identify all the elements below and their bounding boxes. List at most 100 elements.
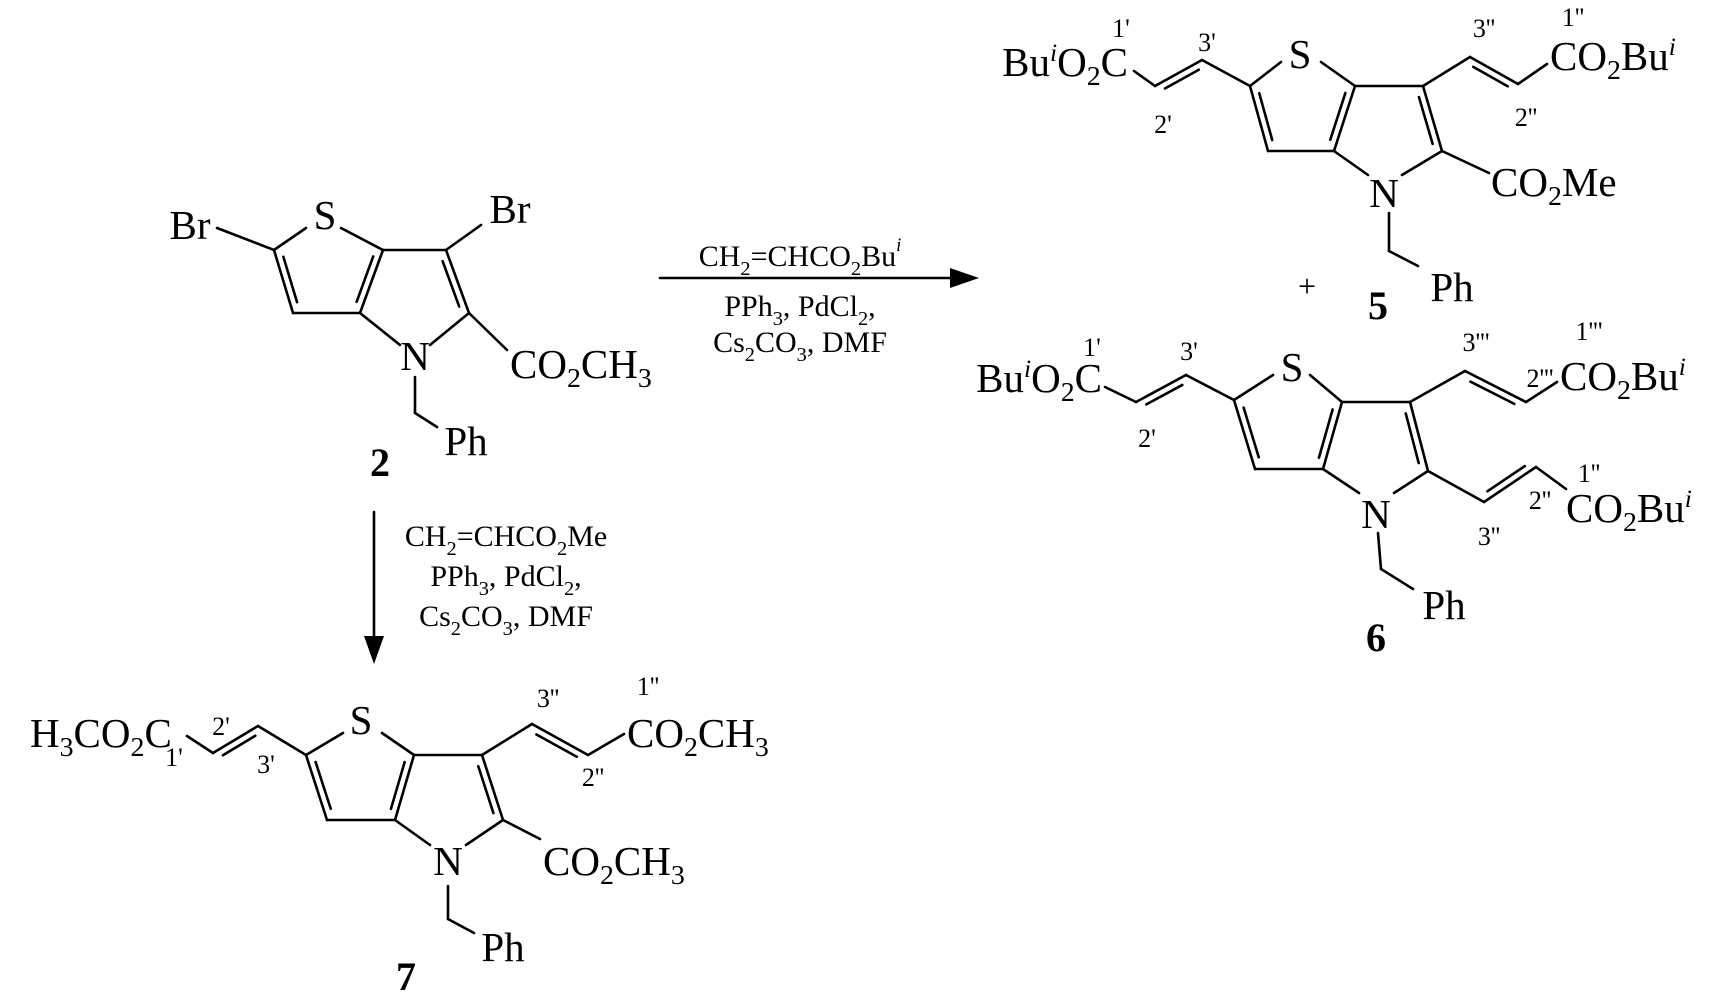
formula-text: CO (1566, 485, 1623, 531)
formula-superscript: i (1669, 33, 1676, 61)
bond-line (304, 731, 345, 757)
bond-line (272, 248, 295, 315)
formula-text: , PdCl (783, 290, 858, 323)
formula-text: Cs (713, 326, 745, 359)
position-label: 1' (165, 743, 183, 772)
formula-subscript: 2 (1623, 507, 1637, 538)
formula-text: Cs (419, 600, 451, 633)
bond-line (1471, 65, 1510, 88)
position-label: 1'' (1578, 459, 1600, 488)
position-label: 3'' (1473, 14, 1495, 43)
formula-subscript: 2 (447, 538, 457, 560)
isobutyl-ester-left: BuiO2C (976, 355, 1102, 408)
formula-subscript: 2 (1087, 61, 1101, 92)
formula-superscript: i (896, 235, 901, 256)
phenyl-group: Ph (444, 418, 487, 464)
bond-line (211, 724, 260, 755)
bond-line (1404, 412, 1421, 465)
bond-line (221, 734, 257, 757)
bond-line (444, 248, 471, 315)
position-label: 2'' (1515, 103, 1537, 132)
formula-subscript: 3 (773, 308, 783, 330)
compound-6: S N BuiO2C CO2Bui CO2Bui Ph 6 1' 3' 2' 3… (976, 317, 1692, 660)
position-label: 3' (1198, 28, 1216, 57)
bond-line (413, 411, 439, 429)
reagent-line-base-solvent: Cs2CO3, DMF (713, 326, 887, 366)
bond-line (1184, 373, 1236, 402)
bond-line (1232, 373, 1275, 402)
reagent-line-acrylate: CH2=CHCO2Me (405, 520, 607, 560)
bond-line (1400, 149, 1444, 177)
methyl-ester-group: CO2CH3 (510, 341, 652, 394)
bond-line (256, 724, 308, 757)
bond-lines (185, 55, 1568, 935)
formula-text: H (30, 710, 60, 756)
bond-line (428, 311, 471, 347)
nitrogen-atom: N (1369, 170, 1399, 216)
bond-line (1134, 373, 1188, 404)
isobutyl-ester-upper-right: CO2Bui (1560, 353, 1686, 406)
isobutyl-ester-lower-right: CO2Bui (1566, 485, 1692, 538)
formula-subscript: 2 (1617, 375, 1631, 406)
formula-text: Bu (976, 355, 1024, 401)
bond-line (467, 311, 509, 352)
formula-subscript: 2 (1061, 377, 1075, 408)
formula-text: C (1075, 355, 1102, 401)
formula-subscript: 2 (1548, 181, 1562, 212)
formula-subscript: 2 (557, 538, 567, 560)
position-label: 1'' (1562, 3, 1584, 32)
bond-line (1103, 385, 1138, 404)
reagent-line-acrylate: CH2=CHCO2Bui (699, 235, 902, 280)
position-label: 2'' (582, 763, 604, 792)
isobutyl-ester-left: BuiO2C (1002, 39, 1128, 92)
bond-line (393, 753, 416, 822)
formula-subscript: 2 (600, 860, 614, 891)
bond-line (1421, 55, 1472, 88)
sulfur-atom: S (1289, 31, 1312, 77)
bond-line (1332, 149, 1370, 177)
bond-line (1440, 149, 1491, 175)
formula-subscript: 3 (797, 344, 807, 366)
position-label: 1'' (637, 672, 659, 701)
bond-line (1376, 531, 1383, 571)
methyl-ester-left: H3CO2C (30, 710, 172, 763)
plus-sign: + (1298, 268, 1316, 304)
bond-line (1308, 373, 1344, 404)
formula-text: CH (614, 838, 671, 884)
formula-subscript: 2 (740, 258, 750, 280)
compound-7: S N H3CO2C CO2CH3 CO2CH3 Ph 7 2' 1' 3' 3… (30, 672, 769, 999)
formula-subscript: 2 (684, 732, 698, 763)
bond-line (1132, 69, 1157, 88)
isobutyl-ester-right: CO2Bui (1550, 33, 1676, 86)
bond-line (1200, 58, 1252, 88)
bond-line (1463, 369, 1528, 404)
compound-5: S N BuiO2C CO2Bui CO2Me Ph 5 1' 3' 2' 3'… (1002, 3, 1676, 328)
position-label: 2' (1138, 424, 1156, 453)
phenyl-group: Ph (1430, 264, 1473, 310)
bond-line (1232, 398, 1257, 471)
formula-text: CO (461, 600, 503, 633)
bromine-right: Br (490, 186, 531, 232)
bond-line (1387, 249, 1420, 268)
bond-line (530, 722, 590, 757)
formula-text: Bu (861, 240, 896, 273)
position-label: 3' (1180, 337, 1198, 366)
bond-line (444, 223, 483, 252)
bond-line (446, 917, 476, 935)
formula-text: Bu (1621, 33, 1669, 79)
formula-subscript: 2 (858, 308, 868, 330)
bond-line (480, 722, 534, 757)
formula-text: Bu (1002, 39, 1050, 85)
position-label: 2''' (1526, 364, 1553, 393)
formula-subscript: 3 (638, 363, 652, 394)
bond-line (185, 734, 215, 755)
methyl-ester-right: CO2CH3 (627, 710, 769, 763)
formula-text: , (868, 290, 876, 323)
bond-line (476, 764, 495, 815)
position-label: 3'' (537, 684, 559, 713)
bond-line (358, 311, 402, 347)
formula-subscript: 3 (671, 860, 685, 891)
position-label: 3'' (1478, 522, 1500, 551)
formula-text: , DMF (513, 600, 593, 633)
